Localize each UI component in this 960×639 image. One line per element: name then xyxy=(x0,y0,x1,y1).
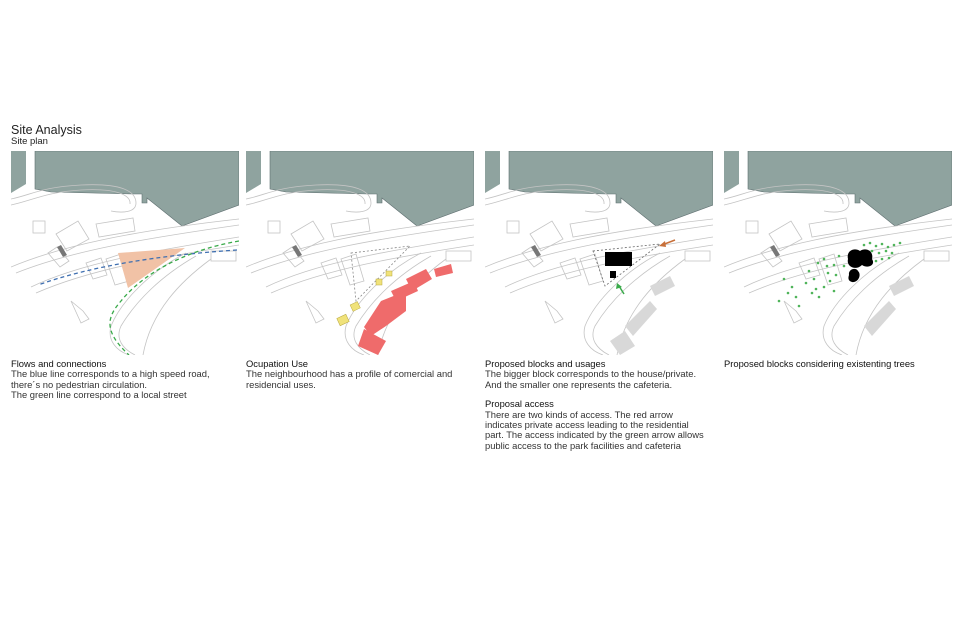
local-street-line xyxy=(109,240,239,355)
site-plot xyxy=(118,248,185,288)
caption-line: part. The access indicated by the green … xyxy=(485,429,704,441)
tree-dot xyxy=(786,291,790,295)
commercial-buildings xyxy=(336,270,393,327)
tree-dot xyxy=(880,242,884,246)
existing-buildings xyxy=(610,276,675,355)
base-map xyxy=(724,151,952,355)
tree-dot xyxy=(880,257,884,261)
caption-heading: Proposed blocks considering existenting … xyxy=(724,358,915,369)
caption-line: The neighbourhood has a profile of comer… xyxy=(246,368,453,380)
proposed-blocks xyxy=(847,249,874,283)
house-block xyxy=(605,252,632,266)
caption-line: The bigger block corresponds to the hous… xyxy=(485,368,697,380)
tree-dot xyxy=(817,295,821,299)
caption-line: And the smaller one represents the cafet… xyxy=(485,378,673,390)
tree-dot xyxy=(842,264,846,268)
high-speed-road-line xyxy=(37,249,238,286)
tree-dot xyxy=(825,264,829,268)
tree-dot xyxy=(782,277,786,281)
caption-occupation: Ocupation Use The neighbourhood has a pr… xyxy=(246,358,481,390)
base-map xyxy=(246,151,474,355)
cafeteria-block xyxy=(610,271,616,278)
occupation-map xyxy=(246,151,474,355)
caption-heading: Proposed blocks and usages xyxy=(485,358,606,369)
site-outline xyxy=(592,243,662,287)
tree-dot xyxy=(892,243,896,247)
tree-dot xyxy=(877,251,881,255)
page-title: Site Analysis xyxy=(11,123,82,137)
tree-dot xyxy=(832,289,836,293)
caption-line: residencial uses. xyxy=(246,378,316,390)
tree-dot xyxy=(777,299,781,303)
tree-dot xyxy=(812,277,816,281)
caption-line: there´s no pedestrian circulation. xyxy=(11,378,148,390)
private-access-arrow xyxy=(659,239,676,247)
tree-dot xyxy=(887,256,891,260)
base-map xyxy=(485,151,713,355)
tree-dot xyxy=(898,241,902,245)
caption-line: There are two kinds of access. The red a… xyxy=(485,408,673,420)
tree-dot xyxy=(826,271,830,275)
tree-dot xyxy=(874,259,878,263)
tree-dot xyxy=(810,291,814,295)
tree-dot xyxy=(834,273,838,277)
trees-map xyxy=(724,151,952,355)
caption-heading-access: Proposal access xyxy=(485,398,554,410)
tree-dot xyxy=(862,243,866,247)
tree-dot xyxy=(790,285,794,289)
tree-dot xyxy=(797,304,801,308)
tree-dot xyxy=(807,269,811,273)
tree-dot xyxy=(816,261,820,265)
caption-line: public access to the park facilities and… xyxy=(485,439,681,451)
caption-heading: Flows and connections xyxy=(11,358,107,369)
proposed-blocks-map xyxy=(485,151,713,355)
site-outline xyxy=(350,245,412,302)
flows-map xyxy=(11,151,239,355)
tree-dot xyxy=(804,281,808,285)
tree-dot xyxy=(890,251,894,255)
tree-dot xyxy=(870,249,874,253)
caption-line: indicates private access leading to the … xyxy=(485,419,689,431)
page-subtitle: Site plan xyxy=(11,136,48,147)
tree-dot xyxy=(886,245,890,249)
caption-line: The blue line corresponds to a high spee… xyxy=(11,368,210,380)
caption-heading: Ocupation Use xyxy=(246,358,309,369)
tree-dot xyxy=(868,241,872,245)
caption-flows: Flows and connections The blue line corr… xyxy=(11,358,246,401)
public-access-arrow xyxy=(616,283,625,295)
tree-dot xyxy=(822,285,826,289)
existing-trees xyxy=(777,241,902,308)
tree-dot xyxy=(822,257,826,261)
caption-proposed-blocks: Proposed blocks and usages The bigger bl… xyxy=(485,358,720,451)
tree-dot xyxy=(828,279,832,283)
residential-buildings xyxy=(358,264,453,355)
tree-dot xyxy=(874,244,878,248)
caption-trees: Proposed blocks considering existenting … xyxy=(724,358,959,369)
tree-dot xyxy=(837,254,841,258)
tree-dot xyxy=(832,263,836,267)
tree-dot xyxy=(814,287,818,291)
caption-line: The green line correspond to a local str… xyxy=(11,389,187,401)
tree-dot xyxy=(794,295,798,299)
tree-dot xyxy=(884,249,888,253)
existing-buildings xyxy=(864,276,914,336)
